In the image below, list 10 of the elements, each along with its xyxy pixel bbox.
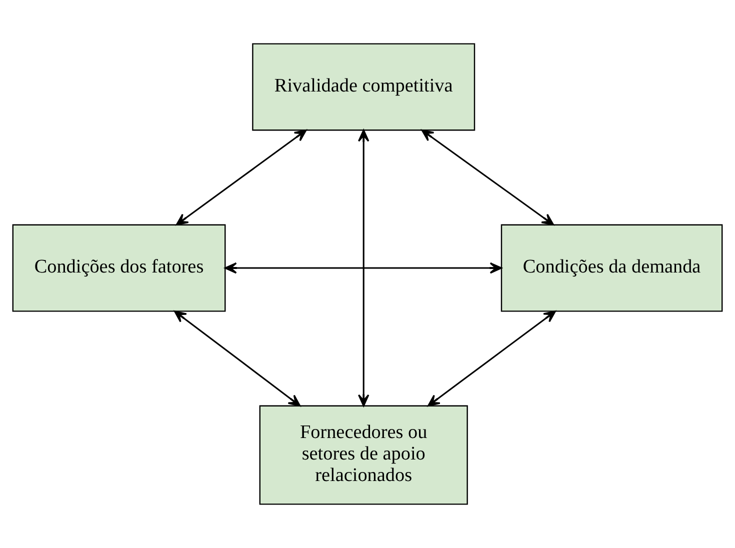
arrow	[358, 129, 370, 407]
node-box: Condições da demanda	[500, 224, 723, 312]
arrow	[428, 310, 556, 406]
node-box: Rivalidade competitiva	[252, 43, 476, 131]
arrow	[174, 310, 301, 406]
arrow	[421, 129, 554, 226]
node-box: Fornecedores ou setores de apoio relacionados	[259, 405, 468, 505]
arrow	[224, 262, 502, 274]
arrow	[176, 129, 307, 226]
node-box: Condições dos fatores	[12, 224, 226, 312]
